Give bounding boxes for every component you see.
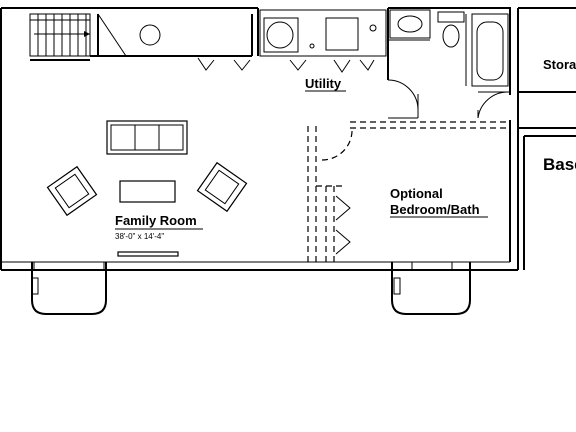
exterior-walls (0, 7, 576, 271)
staircase (29, 13, 253, 61)
basement-label: Base (543, 155, 576, 174)
utility-equipment (263, 17, 377, 53)
bathroom-fixtures (388, 9, 509, 87)
mechanical-circle (139, 24, 161, 46)
armchair-right (196, 161, 248, 213)
storage-label: Stora (543, 57, 576, 72)
family-room-furniture (46, 120, 248, 257)
sofa (106, 120, 188, 155)
utility-door (387, 56, 419, 119)
utility-label: Utility (305, 76, 342, 91)
optional-walls (307, 121, 510, 262)
armchair-left (46, 165, 98, 217)
coffee-table (119, 180, 176, 203)
tv-stand (117, 251, 179, 257)
window-wells (31, 261, 471, 315)
optional-room-label-line1: Optional (390, 186, 443, 201)
bifold-doors (197, 57, 375, 73)
family-room-dimensions: 38'-0" x 14'-4" (115, 232, 164, 241)
bath-door (477, 91, 510, 119)
optional-room-label-line2: Bedroom/Bath (390, 202, 480, 217)
family-room-label: Family Room (115, 213, 197, 228)
